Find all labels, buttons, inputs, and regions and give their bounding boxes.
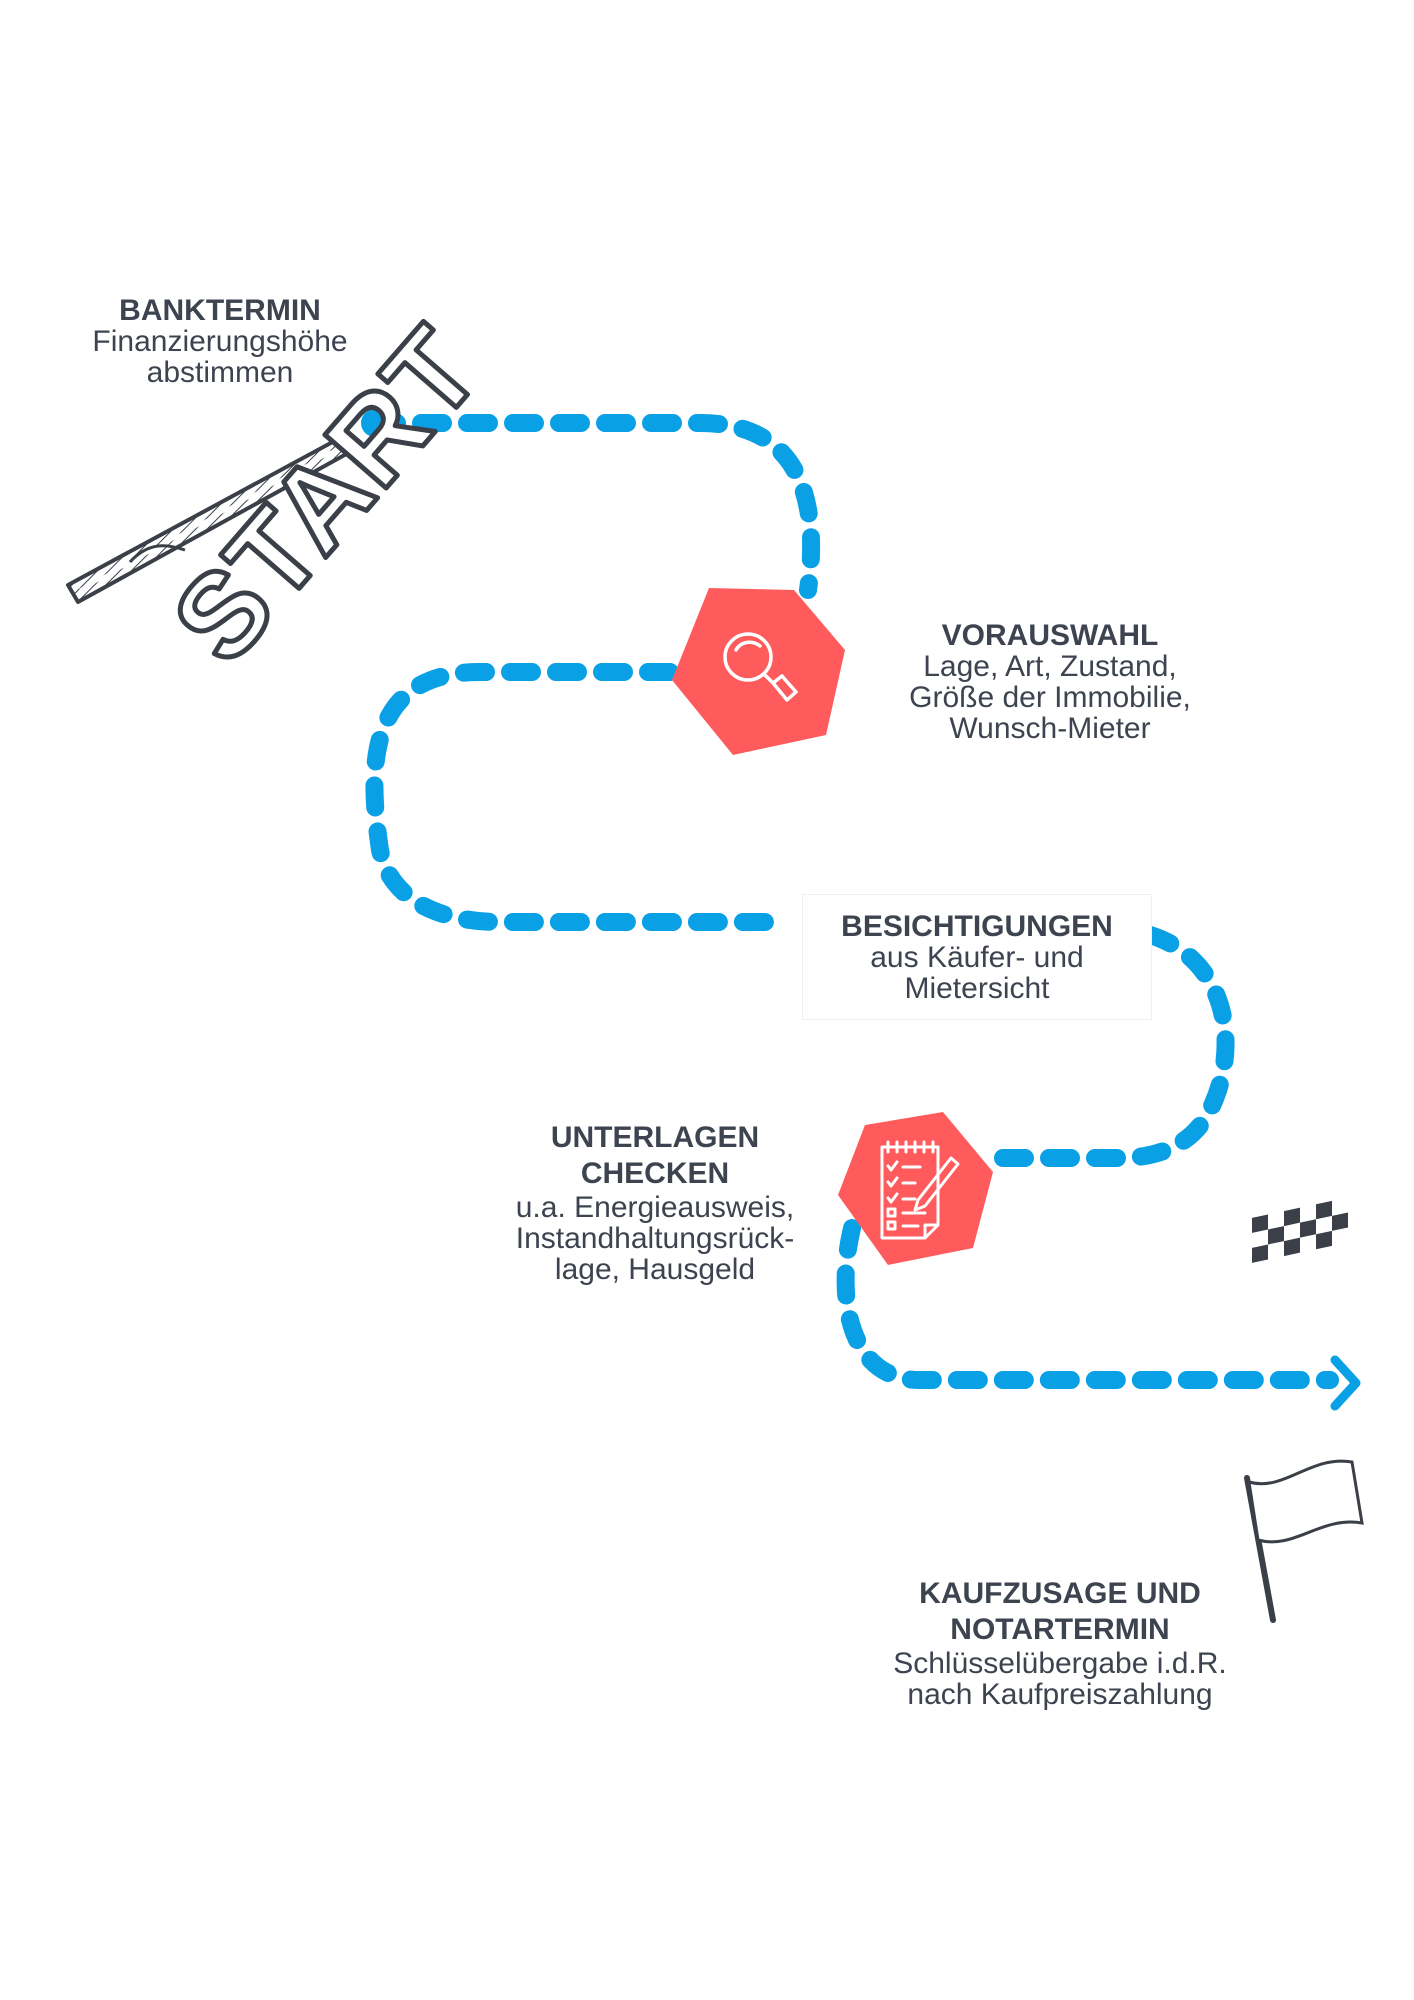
step-desc-line: Schlüsselübergabe i.d.R. — [893, 1647, 1227, 1680]
route-end-arrow-icon — [1330, 1355, 1361, 1411]
step-title: BESICHTIGUNGEN — [841, 910, 1113, 943]
vorauswahl-hexagon — [672, 588, 845, 755]
step-desc-line: abstimmen — [146, 356, 294, 389]
step-title: KAUFZUSAGE UND — [919, 1577, 1201, 1610]
step-desc-line: Lage, Art, Zustand, — [923, 650, 1177, 683]
step-vorauswahl: VORAUSWAHL Lage, Art, Zustand, Größe der… — [860, 620, 1240, 744]
step-title: NOTARTERMIN — [950, 1613, 1170, 1646]
step-desc-line: u.a. Energieausweis, — [515, 1191, 795, 1224]
magnifier-icon — [723, 632, 798, 702]
step-banktermin: BANKTERMIN Finanzierungshöhe abstimmen — [40, 295, 400, 388]
step-desc-line: Größe der Immobilie, — [909, 681, 1191, 714]
step-kaufzusage-notartermin: KAUFZUSAGE UND NOTARTERMIN Schlüsselüber… — [850, 1576, 1270, 1710]
step-desc-line: Instandhaltungsrück- — [515, 1222, 795, 1255]
dashed-route-path — [365, 414, 1339, 1389]
unterlagen-hexagon — [838, 1112, 993, 1265]
step-title: VORAUSWAHL — [941, 619, 1159, 652]
step-title: BANKTERMIN — [119, 294, 321, 327]
step-desc-line: lage, Hausgeld — [554, 1253, 756, 1286]
step-desc-line: Mietersicht — [904, 972, 1050, 1005]
step-title: CHECKEN — [580, 1157, 730, 1190]
step-besichtigungen: BESICHTIGUNGEN aus Käufer- und Mietersic… — [802, 894, 1152, 1020]
route-start-dot — [361, 409, 389, 437]
step-desc-line: aus Käufer- und — [870, 941, 1084, 974]
step-desc-line: Wunsch-Mieter — [949, 712, 1151, 745]
step-title: UNTERLAGEN — [550, 1121, 760, 1154]
checkered-flag-icon — [1244, 1200, 1364, 1623]
checklist-icon — [880, 1140, 960, 1240]
step-desc-line: nach Kaufpreiszahlung — [907, 1678, 1213, 1711]
step-unterlagen-checken: UNTERLAGEN CHECKEN u.a. Energieausweis, … — [470, 1120, 840, 1285]
step-desc-line: Finanzierungshöhe — [92, 325, 348, 358]
